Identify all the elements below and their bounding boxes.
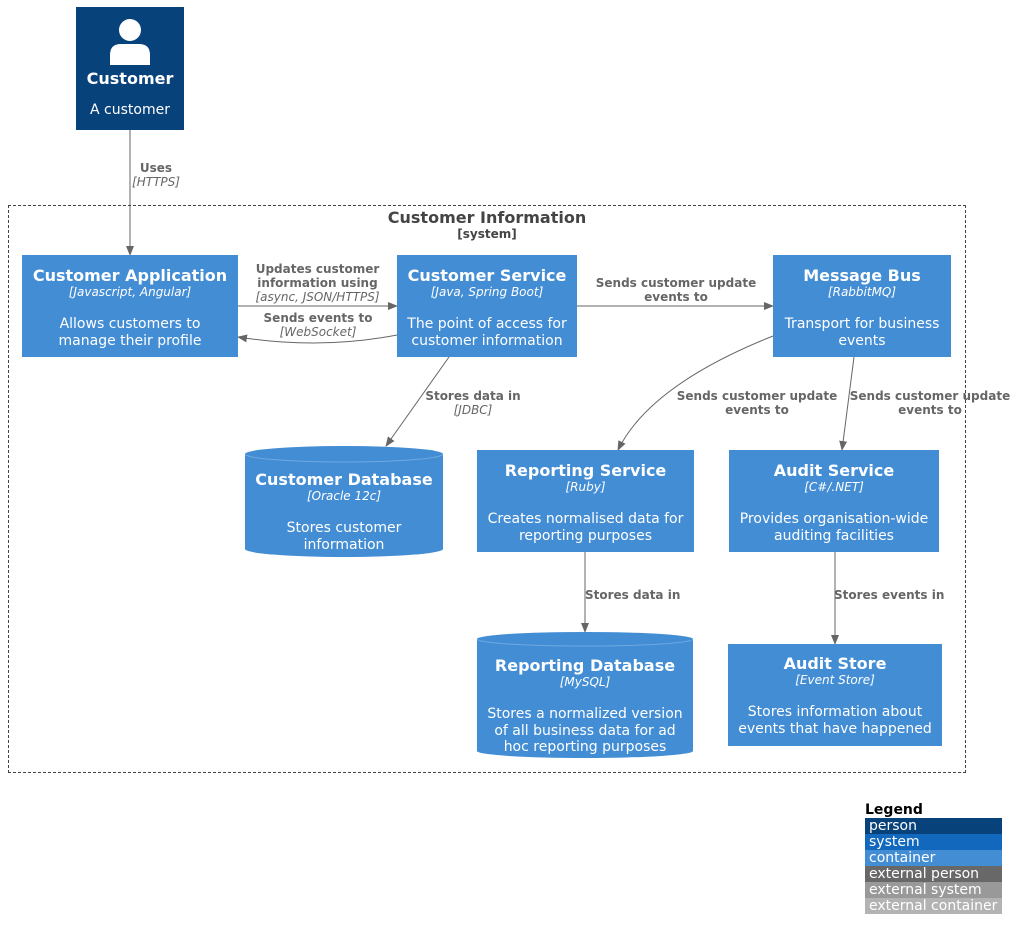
container-audit-service: Audit Service [C#/.NET] Provides organis… (729, 450, 939, 552)
rel-bus-to-reporting-label: Sends customer update events to (676, 389, 838, 417)
container-title: Message Bus (803, 266, 921, 285)
legend-item-external-system: external system (865, 882, 1002, 898)
person-icon (110, 19, 150, 65)
rel-updates: Updates customer information using [asyn… (245, 262, 390, 304)
rel-stores-reporting: Stores data in (585, 588, 685, 602)
arrow-sends-events (237, 334, 398, 344)
container-title: Customer Application (32, 266, 228, 285)
container-title: Audit Store (783, 654, 887, 673)
container-reporting-service: Reporting Service [Ruby] Creates normali… (477, 450, 694, 552)
boundary-type: [system] (457, 227, 517, 241)
container-desc: Creates normalised data for reporting pu… (487, 511, 684, 544)
rel-bus-to-reporting: Sends customer update events to (674, 389, 840, 417)
container-desc: Stores information about events that hav… (738, 704, 932, 737)
boundary-title: Customer Information (387, 208, 587, 227)
database-tech: [MySQL] (559, 675, 611, 689)
container-tech: [Javascript, Angular] (68, 285, 192, 299)
container-desc: Provides organisation-wide auditing faci… (739, 511, 929, 544)
rel-uses-label: Uses (139, 161, 173, 175)
container-audit-store: Audit Store [Event Store] Stores informa… (728, 644, 942, 746)
legend-title: Legend (865, 802, 923, 818)
rel-stores-audit-label: Stores events in (834, 588, 945, 602)
rel-updates-tech: [async, JSON/HTTPS] (255, 290, 380, 304)
rel-stores-audit: Stores events in (834, 588, 946, 602)
container-message-bus: Message Bus [RabbitMQ] Transport for bus… (773, 255, 951, 357)
rel-uses: Uses [HTTPS] (104, 161, 208, 189)
container-tech: [Event Store] (795, 673, 875, 687)
rel-bus-to-audit-label: Sends customer update events to (849, 389, 1011, 417)
database-reporting: Reporting Database [MySQL] Stores a norm… (477, 632, 693, 758)
rel-sends-events-label: Sends events to (263, 311, 373, 325)
rel-bus-to-audit: Sends customer update events to (847, 389, 1013, 417)
legend-item-external-person: external person (865, 866, 1002, 882)
database-tech: [Oracle 12c] (306, 489, 382, 503)
database-desc: Stores a normalized version of all busin… (487, 706, 683, 755)
legend-item-person: person (865, 818, 1002, 834)
arrow-bus-to-reporting (617, 335, 774, 451)
rel-bus-update: Sends customer update events to (593, 276, 759, 304)
container-tech: [Java, Spring Boot] (430, 285, 544, 299)
container-title: Reporting Service (504, 461, 667, 480)
container-desc: The point of access for customer informa… (407, 316, 567, 349)
rel-stores-reporting-label: Stores data in (585, 588, 681, 602)
arrow-bus-to-audit (839, 356, 855, 451)
person-description: A customer (90, 102, 170, 118)
legend-item-container: container (865, 850, 1002, 866)
cylinder-shape (245, 446, 443, 557)
rel-stores-customer-tech: [JDBC] (453, 403, 493, 417)
container-tech: [Ruby] (565, 480, 606, 494)
legend-item-system: system (865, 834, 1002, 850)
legend-item-external-container: external container (865, 898, 1002, 914)
container-title: Audit Service (773, 461, 895, 480)
person-customer: Customer A customer (76, 7, 184, 130)
rel-stores-customer-label: Stores data in (425, 389, 521, 403)
database-customer: Customer Database [Oracle 12c] Stores cu… (245, 446, 443, 557)
container-title: Customer Service (407, 266, 567, 285)
container-desc: Transport for business events (784, 316, 940, 349)
container-tech: [RabbitMQ] (827, 285, 897, 299)
rel-stores-customer: Stores data in [JDBC] (420, 389, 526, 417)
rel-uses-tech: [HTTPS] (132, 175, 180, 189)
rel-sends-events-tech: [WebSocket] (279, 325, 357, 339)
database-title: Reporting Database (494, 656, 676, 675)
rel-bus-update-label: Sends customer update events to (595, 276, 757, 304)
rel-sends-events: Sends events to [WebSocket] (250, 311, 386, 339)
person-name: Customer (86, 69, 174, 88)
container-customer-service: Customer Service [Java, Spring Boot] The… (397, 255, 577, 357)
container-customer-application: Customer Application [Javascript, Angula… (22, 255, 238, 357)
container-tech: [C#/.NET] (804, 480, 864, 494)
cylinder-shape (477, 632, 693, 758)
database-title: Customer Database (255, 470, 433, 489)
rel-updates-label: Updates customer information using (255, 262, 380, 290)
database-desc: Stores customer information (286, 520, 402, 553)
arrow-stores-customer (385, 356, 450, 447)
system-boundary: Customer Information [system] (8, 205, 966, 773)
container-desc: Allows customers to manage their profile (58, 316, 202, 349)
